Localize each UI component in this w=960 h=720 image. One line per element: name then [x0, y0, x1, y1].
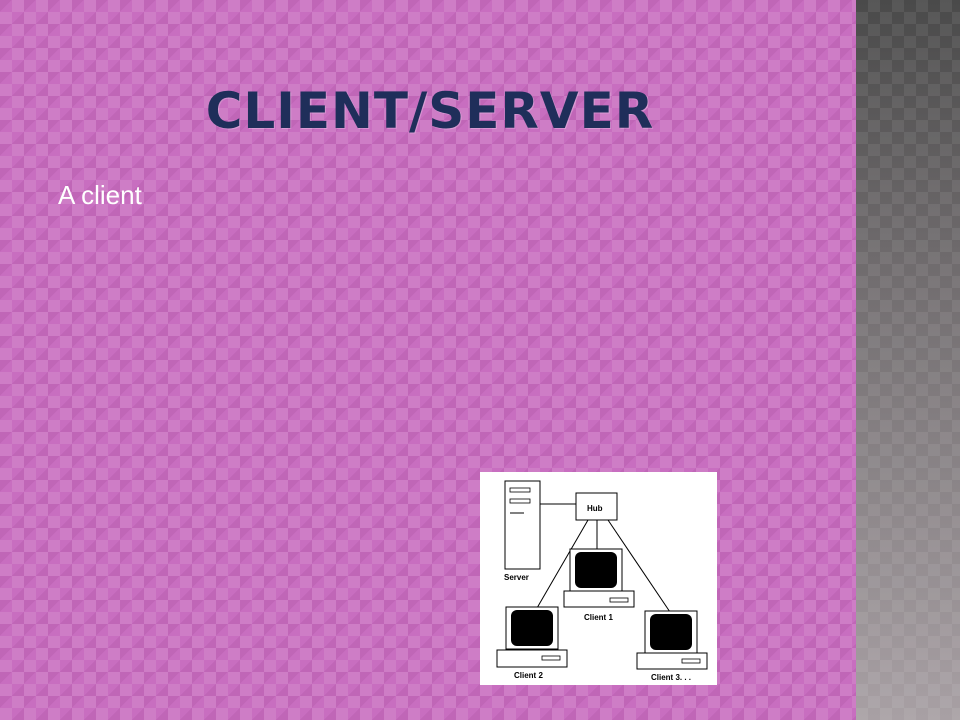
line-hub-client2	[536, 519, 589, 609]
connection-lines	[536, 503, 671, 613]
client2-label: Client 2	[514, 671, 543, 680]
server-node: Server	[504, 480, 541, 582]
hub-box	[575, 492, 618, 521]
slide-title: CLIENT/SERVER	[205, 82, 655, 140]
client3-label: Client 3. . .	[651, 673, 691, 682]
hub-label: Hub	[587, 504, 603, 513]
client1-label: Client 1	[584, 613, 613, 622]
line-hub-client3	[607, 519, 671, 613]
side-decoration-bar	[856, 0, 960, 720]
server-tower	[504, 480, 541, 570]
network-diagram-svg: Server Hub Client 1 Client 2	[496, 480, 708, 682]
client2-node: Client 2	[496, 606, 568, 680]
bullet-text: A client	[58, 180, 142, 210]
network-diagram: Server Hub Client 1 Client 2	[480, 472, 717, 685]
hub-node: Hub	[575, 492, 618, 521]
client3-node: Client 3. . .	[636, 610, 708, 682]
client1-node: Client 1	[563, 548, 635, 622]
server-label: Server	[504, 573, 529, 582]
